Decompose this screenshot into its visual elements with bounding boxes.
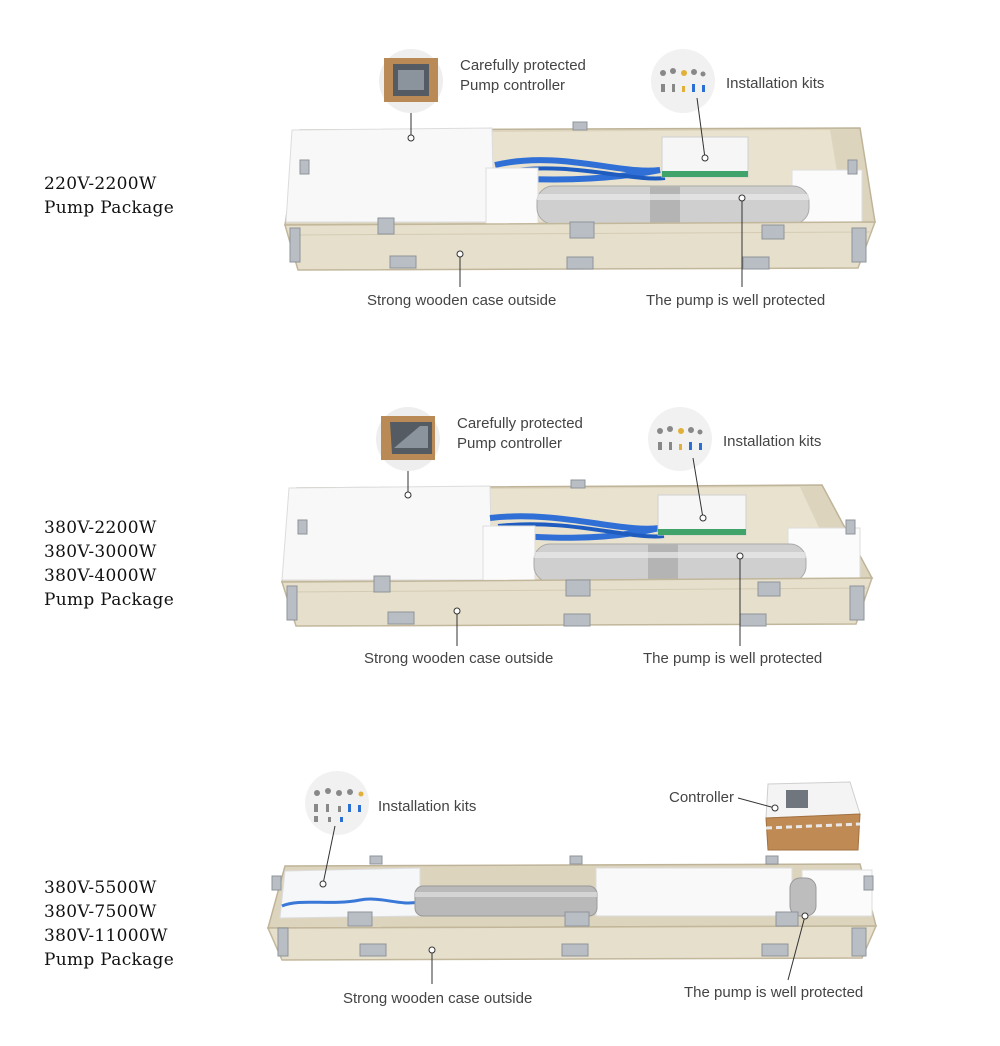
model-line: Pump Package [44, 198, 175, 218]
caption-line: Pump controller [457, 435, 563, 452]
model-label-3: 380V-5500W 380V-7500W 380V-11000W Pump P… [44, 876, 174, 972]
caption-line: Pump controller [460, 77, 566, 94]
model-line: 380V-5500W [44, 878, 157, 898]
model-line: 380V-11000W [44, 926, 168, 946]
model-label-1: 220V-2200W Pump Package [44, 172, 174, 220]
pump-caption: The pump is well protected [643, 650, 823, 667]
wooden-case-photo-3 [266, 771, 878, 984]
kits-caption: Installation kits [378, 798, 477, 815]
model-label-2: 380V-2200W 380V-3000W 380V-4000W Pump Pa… [44, 516, 174, 612]
controller-caption: Carefully protected Pump controller [457, 414, 583, 454]
package-section-3: 380V-5500W 380V-7500W 380V-11000W Pump P… [0, 716, 1000, 1046]
controller-caption: Carefully protected Pump controller [460, 56, 586, 96]
caption-line: Carefully protected [457, 415, 583, 432]
kits-caption: Installation kits [723, 433, 822, 450]
pump-caption: The pump is well protected [684, 984, 864, 1001]
model-line: 380V-4000W [44, 566, 157, 586]
caption-line: Carefully protected [460, 57, 586, 74]
package-section-1: 220V-2200W Pump Package [0, 0, 1000, 340]
wooden-case-photo-2 [280, 407, 874, 646]
model-line: 220V-2200W [44, 174, 157, 194]
wooden-case-photo-1 [284, 49, 877, 287]
model-line: Pump Package [44, 950, 175, 970]
model-line: 380V-7500W [44, 902, 157, 922]
case-caption: Strong wooden case outside [343, 990, 533, 1007]
case-caption: Strong wooden case outside [364, 650, 554, 667]
package-section-2: 380V-2200W 380V-3000W 380V-4000W Pump Pa… [0, 358, 1000, 698]
model-line: Pump Package [44, 590, 175, 610]
model-line: 380V-2200W [44, 518, 157, 538]
controller-caption: Controller [669, 789, 735, 806]
case-caption: Strong wooden case outside [367, 292, 557, 309]
kits-caption: Installation kits [726, 75, 825, 92]
model-line: 380V-3000W [44, 542, 157, 562]
pump-caption: The pump is well protected [646, 292, 826, 309]
